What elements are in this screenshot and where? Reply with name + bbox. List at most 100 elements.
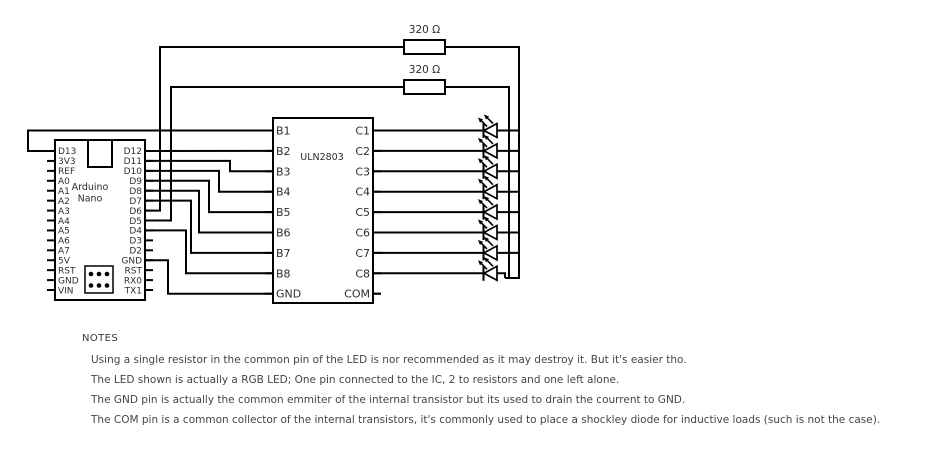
uln2803-pin-label-C5: C5	[355, 206, 370, 219]
resistor-label: 320 Ω	[409, 64, 440, 76]
note-line-3: The GND pin is actually the common emmit…	[91, 394, 686, 406]
arduino-nano-pin-label-D11: D11	[124, 157, 142, 167]
uln2803: B1B2B3B4B5B6B7B8GNDC1C2C3C4C5C6C7C8COMUL…	[265, 117, 381, 304]
uln2803-pin-label-B5: B5	[276, 206, 291, 219]
led-triangle	[482, 142, 498, 160]
uln2803-pin-label-GND: GND	[276, 288, 301, 301]
arduino-icsp-header	[84, 265, 114, 294]
uln2803-outline	[272, 117, 374, 304]
led-triangle	[482, 162, 498, 180]
resistor-label: 320 Ω	[409, 24, 440, 36]
led-arrow-shaft	[480, 161, 488, 168]
wire-d10-to-b4	[145, 169, 273, 193]
led-arrow-shaft	[480, 120, 488, 128]
led-arrow-shaft	[480, 202, 488, 209]
wire-resistor1-to-rail	[445, 46, 520, 279]
arduino-nano-pin-label-GND: GND	[121, 256, 142, 266]
led-6	[373, 216, 519, 241]
uln2803-pin-label-B3: B3	[276, 165, 291, 178]
arduino-nano-pin-label-D6: D6	[129, 207, 142, 217]
arduino-nano-pin-label-A1: A1	[58, 187, 70, 197]
resistor-body	[403, 79, 446, 95]
uln2803-label: ULN2803	[300, 152, 344, 163]
led-triangle	[482, 122, 498, 139]
arduino-nano-pin-label-A2: A2	[58, 197, 70, 207]
arduino-nano: D133V3REFA0A1A2A3A4A5A6A75VRSTGNDVIND12D…	[47, 139, 153, 301]
led-7	[373, 236, 519, 262]
led-arrow-head	[484, 236, 490, 242]
arduino-usb-connector	[87, 139, 113, 168]
led-arrow-shaft	[486, 117, 494, 125]
led-arrow-head	[484, 216, 490, 222]
led-arrow-shaft	[486, 239, 494, 247]
icsp-pin-dot	[104, 283, 110, 288]
arduino-nano-pin-label-3V3: 3V3	[58, 157, 76, 167]
led-arrow-head	[478, 260, 484, 266]
arduino-nano-pin-label-GND: GND	[58, 276, 79, 286]
arduino-nano-pin-label-D3: D3	[129, 237, 142, 247]
led-arrow-shaft	[480, 242, 488, 250]
led-arrow-shaft	[480, 263, 488, 270]
arduino-nano-pin-label-REF: REF	[58, 167, 75, 177]
led-arrow-head	[478, 137, 484, 143]
led-arrow-head	[478, 199, 484, 205]
wire-d9-to-b5	[145, 179, 273, 214]
led-arrow-shaft	[480, 140, 488, 148]
note-line-2: The LED shown is actually a RGB LED; One…	[91, 374, 620, 386]
arduino-nano-pin-label-D2: D2	[129, 247, 142, 257]
icsp-pin-dot	[96, 283, 102, 288]
arduino-nano-pin-label-A0: A0	[58, 177, 70, 187]
uln2803-pin-label-B2: B2	[276, 145, 291, 158]
notes-title: NOTES	[82, 333, 119, 344]
arduino-nano-pin-label-D13: D13	[58, 147, 76, 157]
led-8	[373, 257, 506, 282]
uln2803-pin-label-B1: B1	[276, 124, 291, 137]
uln2803-pin-label-C8: C8	[355, 267, 370, 280]
led-arrow-head	[478, 219, 484, 225]
icsp-pin-dot	[88, 271, 94, 277]
led-arrow-head	[478, 117, 484, 123]
icsp-pin-dot	[96, 271, 102, 277]
led-3	[373, 155, 519, 180]
arduino-nano-pin-label-VIN: VIN	[58, 286, 74, 296]
wire-gnd-to-gnd	[145, 259, 273, 295]
arduino-nano-pin-label-D8: D8	[129, 187, 142, 197]
arduino-label-2: Nano	[78, 194, 103, 205]
icsp-pin-dot	[104, 271, 110, 277]
led-arrow-shaft	[486, 137, 494, 145]
resistor-2: 320 Ω	[403, 64, 446, 95]
wire-d5-to-resistor2	[145, 86, 404, 222]
uln2803-pin-label-B7: B7	[276, 247, 291, 260]
led-triangle	[482, 264, 498, 282]
uln2803-pin-label-B4: B4	[276, 186, 291, 199]
led-arrow-head	[484, 155, 490, 161]
led-arrow-head	[478, 239, 484, 245]
note-line-1: Using a single resistor in the common pi…	[91, 354, 687, 366]
arduino-nano-pin-label-RST: RST	[125, 266, 143, 276]
notes-section: NOTES Using a single resistor in the com…	[82, 333, 880, 434]
arduino-nano-pin-label-5V: 5V	[58, 256, 71, 266]
led-arrow-shaft	[480, 222, 488, 230]
wire-d13-to-b1	[27, 129, 273, 152]
led-4	[373, 175, 519, 201]
uln2803-pin-label-C1: C1	[355, 124, 370, 137]
led-1	[373, 114, 519, 139]
uln2803-pin-label-C7: C7	[355, 247, 370, 260]
led-arrow-head	[484, 175, 490, 181]
led-arrow-shaft	[486, 178, 494, 186]
arduino-nano-pin-label-RX0: RX0	[124, 276, 142, 286]
note-line-4: The COM pin is a common collector of the…	[91, 414, 881, 426]
arduino-nano-pin-label-TX1: TX1	[124, 286, 142, 296]
led-triangle	[482, 244, 498, 262]
wire-resistor2-to-rail	[445, 86, 510, 278]
arduino-nano-pin-label-D10: D10	[124, 167, 143, 177]
wire-d7-to-b7	[145, 199, 273, 254]
led-arrow-shaft	[486, 199, 494, 206]
arduino-nano-pin-label-D5: D5	[129, 217, 142, 227]
uln2803-pin-label-C4: C4	[355, 186, 370, 199]
arduino-nano-pin-label-A4: A4	[58, 217, 70, 227]
wire-d4-to-b8	[145, 229, 273, 275]
uln2803-pin-label-C2: C2	[355, 145, 370, 158]
